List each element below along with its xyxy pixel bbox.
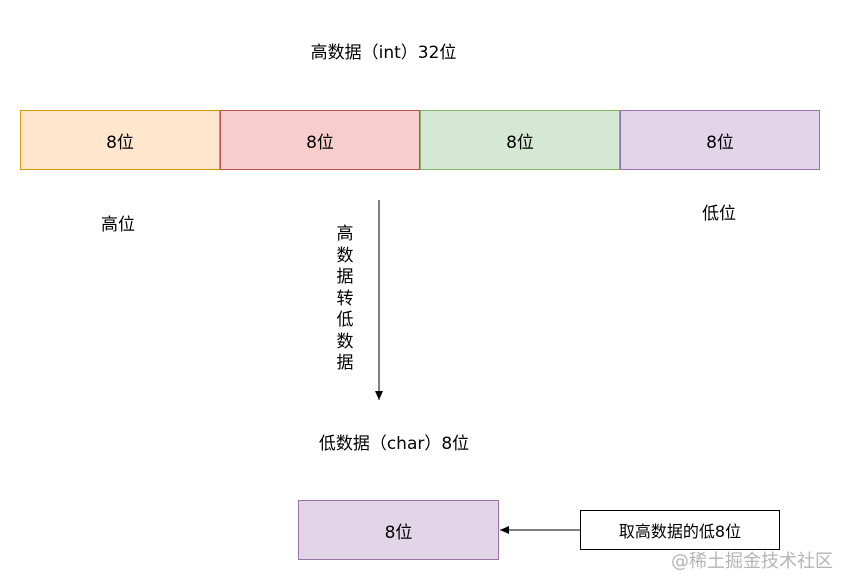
char-data-title: 低数据（char）8位 (318, 434, 470, 454)
note-box: 取高数据的低8位 (580, 510, 780, 550)
byte-2: 8位 (220, 110, 420, 170)
result-byte: 8位 (298, 500, 499, 560)
byte-1-high: 8位 (20, 110, 220, 170)
byte-4-low: 8位 (620, 110, 820, 170)
high-bit-label: 高位 (101, 215, 135, 235)
int-byte-row: 8位 8位 8位 8位 (20, 110, 821, 170)
watermark: @稀土掘金技术社区 (671, 551, 833, 572)
conversion-arrow-label: 高数据转低数据 (336, 224, 354, 373)
byte-3: 8位 (420, 110, 620, 170)
int-data-title: 高数据（int）32位 (310, 43, 457, 63)
low-bit-label: 低位 (702, 204, 736, 224)
